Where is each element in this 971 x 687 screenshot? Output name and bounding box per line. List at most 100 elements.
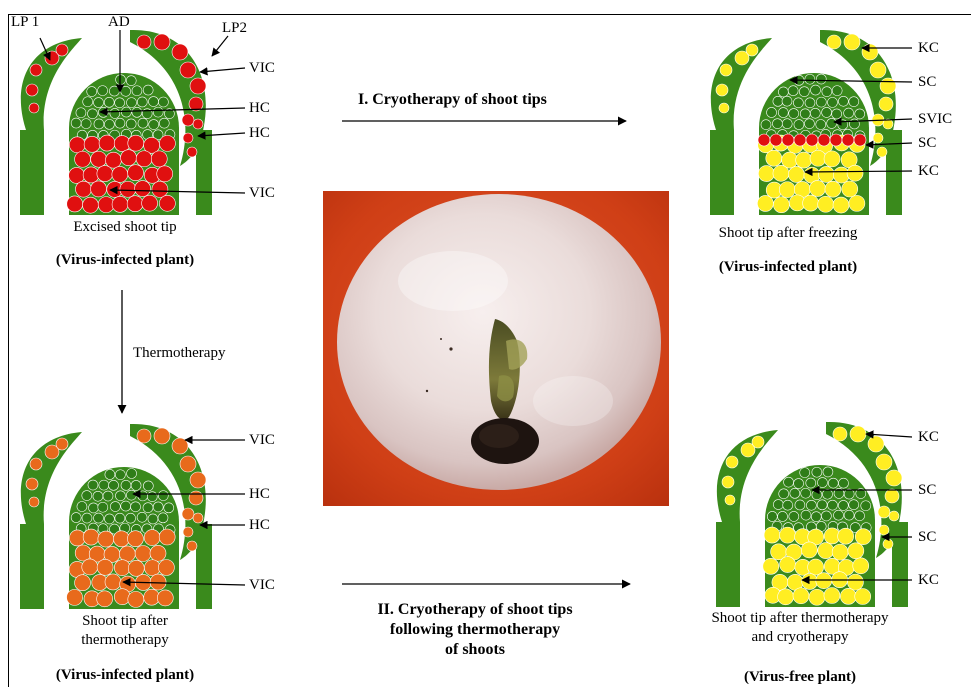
leaf-cell xyxy=(880,78,896,94)
meristem-cell xyxy=(779,489,789,499)
leaf-cell xyxy=(180,456,196,472)
meristem-cell xyxy=(143,503,153,513)
body-cell xyxy=(809,589,825,605)
meristem-cell xyxy=(801,510,811,520)
meristem-cell xyxy=(94,98,104,108)
leaf-cell xyxy=(725,495,735,505)
meristem-cell xyxy=(832,109,842,119)
meristem-cell xyxy=(817,500,827,510)
meristem-cell xyxy=(159,118,169,128)
meristem-cell xyxy=(131,502,141,512)
leaf-cell xyxy=(878,506,890,518)
body-cell xyxy=(84,136,100,152)
leaf-cell xyxy=(172,44,188,60)
meristem-cell xyxy=(127,468,137,478)
meristem-cell xyxy=(104,514,114,524)
body-cell xyxy=(824,151,840,167)
meristem-cell xyxy=(94,513,104,523)
stem-left xyxy=(20,130,44,215)
status-thermo-cryo: (Virus-free plant) xyxy=(700,668,900,687)
meristem-cell xyxy=(822,107,832,117)
encapsulated-shoot-tip-photo xyxy=(323,191,669,506)
body-cell xyxy=(801,542,817,558)
meristem-cell xyxy=(132,107,142,117)
surviving-infected-cell xyxy=(806,134,818,146)
meristem-cell xyxy=(94,119,104,129)
meristem-cell xyxy=(109,86,119,96)
body-cell xyxy=(780,557,796,573)
body-cell xyxy=(97,166,113,182)
frozen-shoot-tip-diagram xyxy=(710,30,902,215)
label-lp2: LP2 xyxy=(222,20,247,37)
meristem-cell xyxy=(153,502,163,512)
meristem-cell xyxy=(793,98,803,108)
body-cell xyxy=(112,196,128,212)
meristem-cell xyxy=(794,479,804,489)
body-cell xyxy=(157,166,173,182)
meristem-cell xyxy=(778,87,788,97)
meristem-cell xyxy=(88,480,98,490)
body-cell xyxy=(75,181,91,197)
body-cell xyxy=(128,165,144,181)
body-cell xyxy=(150,574,166,590)
meristem-cell xyxy=(800,468,810,478)
leaf-cell xyxy=(56,438,68,450)
meristem-cell xyxy=(782,119,792,129)
leaf-cell xyxy=(883,539,893,549)
label-sc: SC xyxy=(918,135,936,152)
body-cell xyxy=(773,197,789,213)
meristem-cell xyxy=(855,511,865,521)
meristem-cell xyxy=(816,97,826,107)
leaf-cell xyxy=(722,476,734,488)
meristem-cell xyxy=(789,109,799,119)
body-cell xyxy=(113,531,129,547)
meristem-cell xyxy=(115,98,125,108)
meristem-cell xyxy=(806,500,816,510)
meristem-cell xyxy=(127,98,137,108)
leaf-cell xyxy=(870,62,886,78)
meristem-cell xyxy=(855,109,865,119)
stem-right xyxy=(196,524,212,609)
body-cell xyxy=(69,137,85,153)
body-cell xyxy=(67,196,83,212)
body-cell xyxy=(150,545,166,561)
surviving-infected-cell xyxy=(818,134,830,146)
caption-line: and cryotherapy xyxy=(680,628,920,647)
label-vic: VIC xyxy=(249,432,275,449)
leaf-cell xyxy=(193,513,203,523)
body-cell xyxy=(796,152,812,168)
meristem-cell xyxy=(784,477,794,487)
meristem-cell xyxy=(783,500,793,510)
meristem-cell xyxy=(103,491,113,501)
label-lp1: LP 1 xyxy=(11,14,39,31)
meristem-cell xyxy=(82,491,92,501)
body-cell xyxy=(75,545,91,561)
meristem-cell xyxy=(767,511,777,521)
surviving-infected-cell xyxy=(782,134,794,146)
body-cell xyxy=(127,531,143,547)
body-cell xyxy=(120,181,136,197)
meristem-cell xyxy=(838,96,848,106)
meristem-cell xyxy=(773,96,783,106)
meristem-cell xyxy=(98,502,108,512)
label-ad: AD xyxy=(108,14,130,31)
leaf-cell xyxy=(183,133,193,143)
meristem-cell xyxy=(778,108,788,118)
thermotherapy-shoot-tip-diagram xyxy=(20,424,212,609)
body-cell xyxy=(67,589,83,605)
meristem-cell xyxy=(71,118,81,128)
body-cell xyxy=(128,560,144,576)
body-cell xyxy=(128,591,144,607)
body-cell xyxy=(159,135,175,151)
meristem-cell xyxy=(115,513,125,523)
body-cell xyxy=(855,589,871,605)
meristem-cell xyxy=(126,490,136,500)
body-cell xyxy=(75,575,91,591)
leaf-cell xyxy=(873,133,883,143)
meristem-cell xyxy=(828,500,838,510)
leaf-cell xyxy=(716,84,728,96)
leaf-cell xyxy=(137,429,151,443)
body-cell xyxy=(840,588,856,604)
meristem-cell xyxy=(838,500,848,510)
meristem-cell xyxy=(105,469,115,479)
